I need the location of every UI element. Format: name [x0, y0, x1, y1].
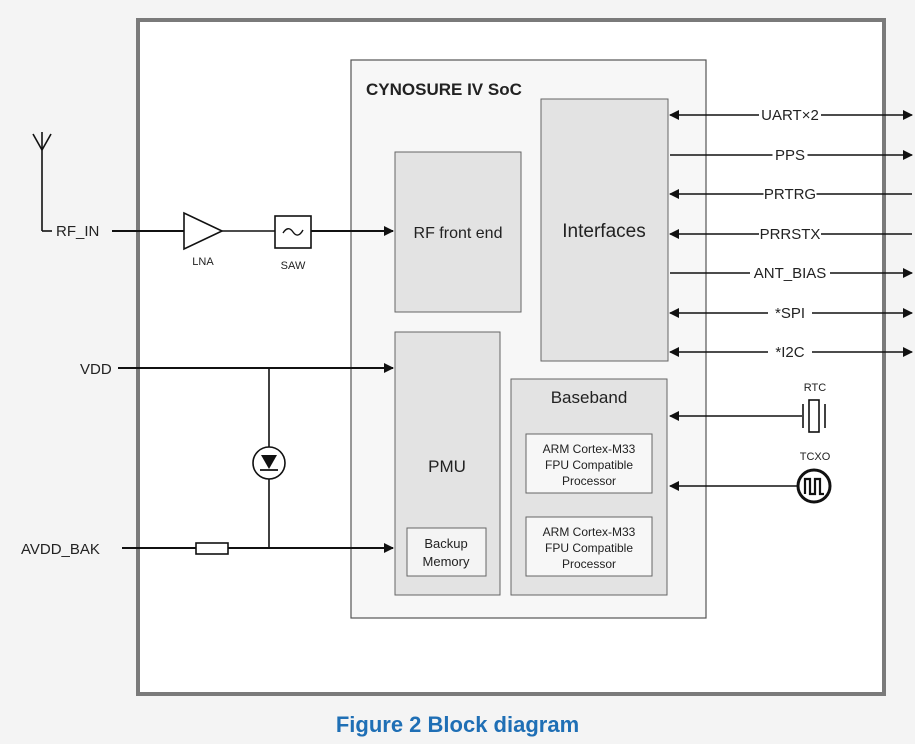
tcxo-label: TCXO [800, 451, 831, 463]
signal-label-3: PRRSTX [760, 226, 821, 243]
processor-2-block [525, 516, 653, 577]
processor-1-block [525, 433, 653, 494]
signal-label-6: *I2C [775, 344, 804, 361]
pmu-label: PMU [428, 457, 466, 476]
signal-label-bg-5 [768, 304, 812, 322]
interfaces-block [540, 98, 669, 362]
backup-memory-line-1: Backup [424, 536, 467, 551]
diode-icon [252, 446, 286, 480]
processor-2-line-3: Processor [562, 557, 616, 571]
processor-2-line-1: ARM Cortex-M33 [543, 525, 636, 539]
rf-front-end-block [394, 151, 522, 313]
signal-label-bg-0 [759, 106, 821, 124]
backup-memory-block [406, 527, 487, 577]
lna-amplifier-icon [183, 211, 224, 251]
signal-label-bg-1 [772, 146, 808, 164]
signal-label-4: ANT_BIAS [754, 265, 827, 282]
interfaces-label: Interfaces [562, 221, 645, 242]
avdd-bak-label: AVDD_BAK [21, 541, 100, 558]
processor-2-line-2: FPU Compatible [545, 541, 633, 555]
processor-1-line-3: Processor [562, 474, 616, 488]
signal-label-2: PRTRG [764, 186, 816, 203]
lna-label: LNA [192, 256, 214, 268]
signal-label-5: *SPI [775, 305, 805, 322]
signal-label-bg-6 [768, 343, 812, 361]
vdd-label: VDD [80, 361, 112, 378]
saw-label: SAW [281, 260, 306, 272]
rf-front-end-label: RF front end [414, 225, 503, 242]
processor-1-line-2: FPU Compatible [545, 458, 633, 472]
backup-memory-line-2: Memory [423, 554, 470, 569]
signal-label-1: PPS [775, 147, 805, 164]
baseband-label: Baseband [551, 388, 628, 407]
oscillator-icon [796, 468, 832, 504]
resistor-icon [195, 542, 229, 555]
saw-filter-wave-icon [282, 228, 304, 236]
crystal-icon [802, 399, 826, 433]
rf-in-label: RF_IN [56, 223, 99, 240]
signal-label-bg-4 [750, 264, 830, 282]
antenna-icon [32, 132, 52, 232]
signal-label-bg-2 [763, 185, 817, 203]
processor-1-line-1: ARM Cortex-M33 [543, 442, 636, 456]
figure-caption: Figure 2 Block diagram [335, 712, 580, 737]
soc-title: CYNOSURE IV SoC [366, 80, 522, 99]
signal-label-0: UART×2 [761, 107, 819, 124]
rtc-label: RTC [804, 382, 826, 394]
signal-label-bg-3 [759, 225, 821, 243]
